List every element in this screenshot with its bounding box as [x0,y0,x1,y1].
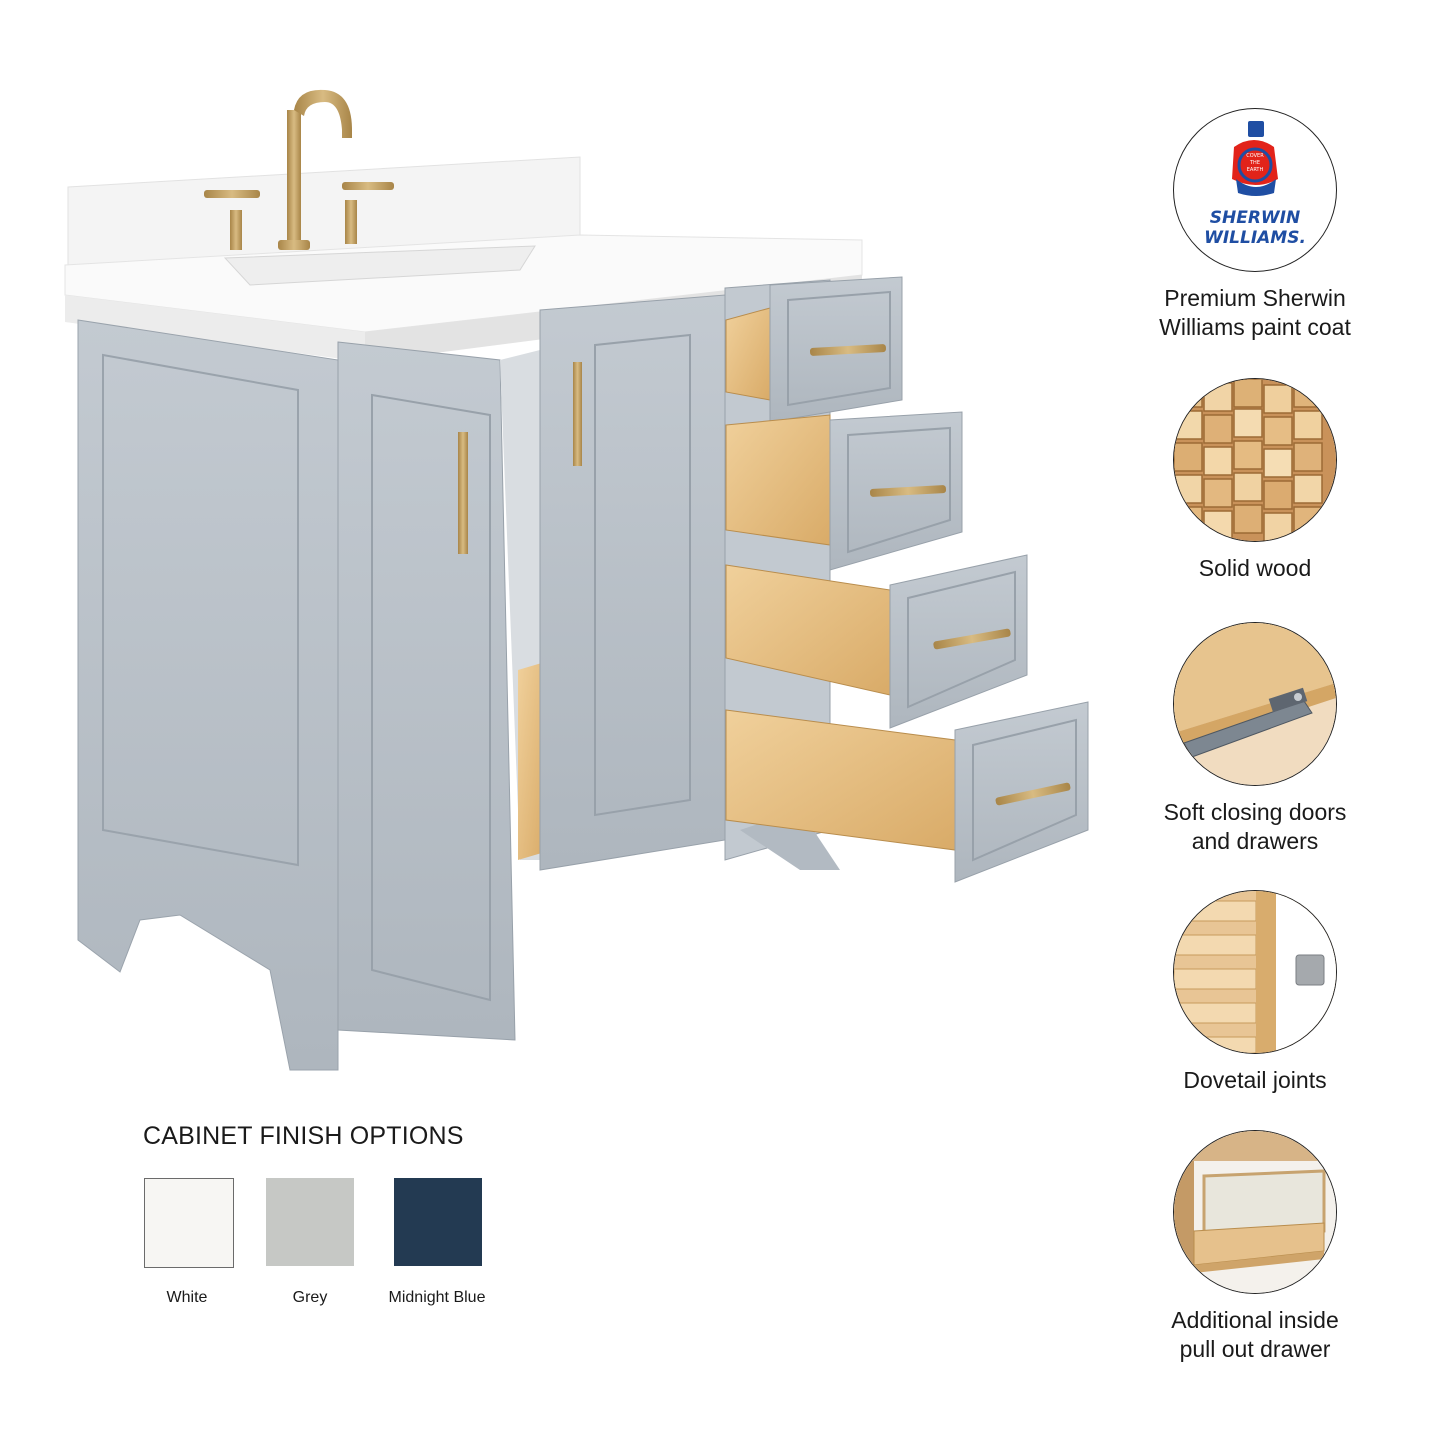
feature-solid-wood: Solid wood [1120,378,1390,583]
feature-caption: Dovetail joints [1183,1067,1327,1093]
svg-text:EARTH: EARTH [1247,167,1264,173]
soft-close-hinge-icon [1173,622,1337,786]
drawer-1 [725,276,903,423]
swatch-label-white: White [166,1289,208,1306]
swatch-label-midnight-blue: Midnight Blue [388,1289,486,1306]
open-door [337,341,516,1041]
faucet [204,89,394,250]
swatch-grey[interactable] [266,1178,354,1266]
pull-out-drawer-icon [1173,1130,1337,1294]
feature-paint: COVER THE EARTH SHERWIN WILLIAMS. Premiu… [1120,108,1390,342]
svg-text:WILLIAMS.: WILLIAMS. [1204,228,1306,248]
swatch-midnight-blue[interactable] [394,1178,482,1266]
feature-caption: Solid wood [1198,555,1312,581]
feature-soft-close: Soft closing doors and drawers [1120,622,1390,856]
sherwin-williams-logo-icon: COVER THE EARTH SHERWIN WILLIAMS. [1173,108,1337,272]
feature-caption: Additional inside pull out drawer [1171,1307,1339,1362]
feature-caption: Premium Sherwin Williams paint coat [1159,285,1351,340]
solid-wood-icon [1173,378,1337,542]
feature-caption: Soft closing doors and drawers [1163,799,1347,854]
swatch-label-grey: Grey [292,1289,328,1306]
feature-pull-out: Additional inside pull out drawer [1120,1130,1390,1364]
drawer-2 [725,411,963,571]
drawer-3 [725,554,1028,729]
closed-door [539,294,726,871]
cabinet-side [77,319,339,1071]
cabinet-interior [500,350,545,860]
vanity-illustration [64,89,1089,1071]
drawer-4 [725,701,1089,883]
svg-text:COVER: COVER [1246,153,1264,159]
finish-options-title: CABINET FINISH OPTIONS [143,1122,464,1150]
dovetail-joint-icon [1173,890,1337,1054]
feature-dovetail: Dovetail joints [1120,890,1390,1095]
drawers [725,276,1089,883]
svg-text:THE: THE [1249,160,1260,166]
swatch-white[interactable] [144,1178,234,1268]
svg-text:SHERWIN: SHERWIN [1210,208,1300,228]
